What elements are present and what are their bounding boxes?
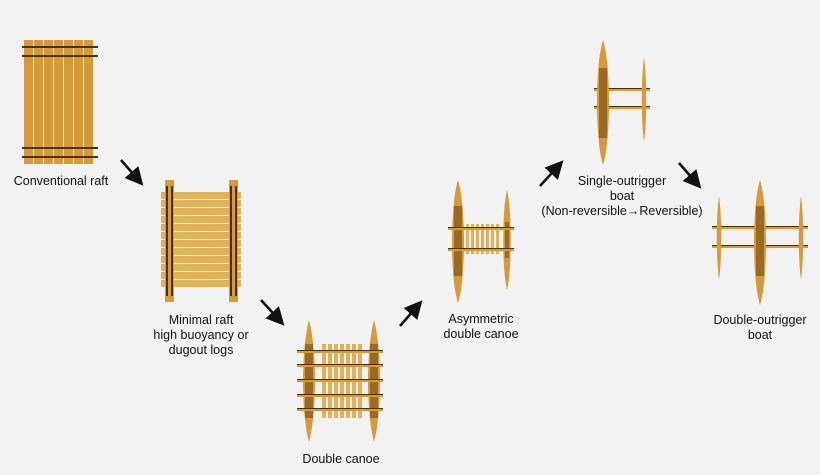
double-outrigger-boat-illustration (712, 180, 808, 305)
label-double-canoe: Double canoe (302, 452, 380, 466)
arrow-up-right-icon (539, 160, 564, 187)
arrow-up-right-icon (399, 300, 423, 327)
arrow-down-right-icon (678, 162, 702, 189)
asymmetric-double-canoe-illustration (448, 180, 514, 303)
label-asymmetric-double-canoe: Asymmetric double canoe (443, 312, 519, 341)
label-minimal-raft: Minimal raft high buoyancy or dugout log… (153, 313, 249, 357)
double-canoe-illustration (297, 320, 383, 442)
arrow-down-right-icon (260, 299, 285, 326)
arrow-down-right-icon (120, 159, 144, 186)
conventional-raft-illustration (22, 40, 98, 164)
single-outrigger-boat-illustration (594, 40, 650, 165)
label-conventional-raft: Conventional raft (13, 174, 109, 188)
label-double-outrigger-boat: Double-outrigger boat (713, 313, 807, 342)
minimal-raft-illustration (161, 180, 241, 302)
label-single-outrigger-boat: Single-outrigger boat (Non-reversible→Re… (541, 174, 703, 218)
